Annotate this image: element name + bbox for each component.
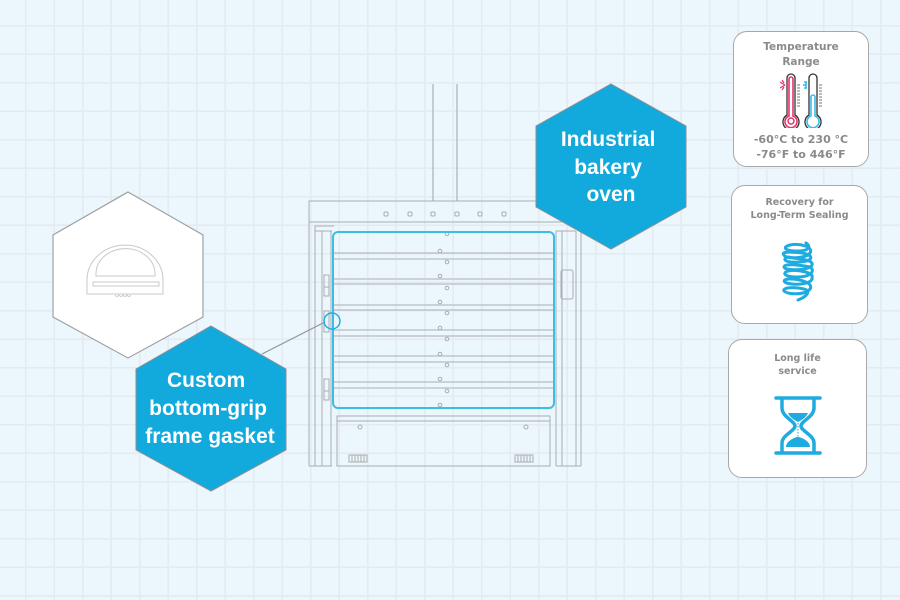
gasket-profile-icon xyxy=(86,244,164,297)
oven-label-line-2: bakery xyxy=(574,156,642,179)
temperature-fahrenheit-range: -76°F to 446°F xyxy=(756,148,846,161)
gasket-highlight-circle xyxy=(323,312,341,330)
oven-label-line-3: oven xyxy=(586,183,635,206)
gasket-profile-hexagon xyxy=(52,191,204,359)
recovery-sealing-card: Recovery for Long-Term Sealing xyxy=(731,185,868,324)
recovery-card-title: Recovery for Long-Term Sealing xyxy=(732,196,867,222)
temperature-range-card: Temperature Range xyxy=(733,31,869,167)
recovery-title-line-2: Long-Term Sealing xyxy=(750,210,849,221)
chimney-pipes xyxy=(432,84,458,201)
temperature-title-line-2: Range xyxy=(782,56,820,68)
oven-label-hexagon xyxy=(535,83,687,250)
oven-outline xyxy=(308,200,582,467)
oven-shelves xyxy=(334,231,553,408)
long-life-card-title: Long life service xyxy=(729,352,866,378)
callout-connector-line xyxy=(261,321,326,355)
recovery-title-line-1: Recovery for xyxy=(765,197,834,208)
hourglass-icon xyxy=(773,396,822,455)
gasket-label-line-1: Custom xyxy=(167,369,245,392)
temperature-celsius-range: -60°C to 230 °C xyxy=(753,133,849,146)
temperature-title-line-1: Temperature xyxy=(763,41,839,53)
long-life-title-line-2: service xyxy=(778,366,817,377)
gasket-label: Custom bottom-grip frame gasket xyxy=(145,369,275,448)
oven-label-line-1: Industrial xyxy=(561,128,656,151)
spring-coil-icon xyxy=(781,241,814,302)
long-life-title-line-1: Long life xyxy=(774,353,821,364)
oven-label: Industrial bakery oven xyxy=(561,128,661,206)
gasket-label-line-2: bottom-grip xyxy=(149,397,267,420)
temperature-card-title: Temperature Range xyxy=(734,40,868,70)
thermometer-hot-cold-icon xyxy=(779,73,822,128)
gasket-label-line-3: frame gasket xyxy=(145,425,275,448)
long-life-card: Long life service xyxy=(728,339,867,478)
gasket-label-hexagon xyxy=(135,325,287,492)
oven-door-gasket xyxy=(332,231,555,409)
